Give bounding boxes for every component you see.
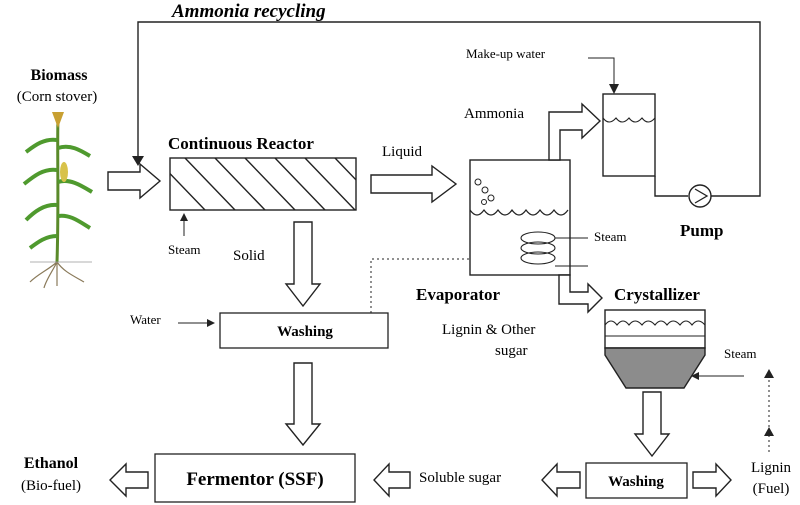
washing-1-label: Washing [277,324,333,340]
ammonia-recycling-label: Ammonia recycling [171,1,326,22]
evaporator-title: Evaporator [416,285,501,304]
washing-2-label: Washing [608,474,664,490]
wash2-to-lignin-arrow [692,462,732,498]
liquid-arrow [370,164,458,204]
ammonia-tank[interactable] [602,93,656,177]
ammonia-arrow [548,102,602,161]
biomass-title: Biomass [31,67,88,84]
wash2-to-sugar-arrow [541,462,581,498]
biomass-subtitle: (Corn stover) [17,89,97,105]
lignin-fuel-label-2: (Fuel) [753,481,790,497]
sugar-to-fermentor-arrow [373,462,411,498]
soluble-sugar-label: Soluble sugar [419,470,501,486]
lignin-other-label-2: sugar [495,343,528,359]
evaporator[interactable] [469,159,588,276]
lignin-other-label-1: Lignin & Other [442,322,535,338]
biomass-feed-arrow [107,162,162,200]
lignin-sugar-arrow [558,274,603,314]
pump-icon[interactable] [688,184,712,208]
fermentor-to-ethanol-arrow [109,462,149,498]
crystallizer-steam-label: Steam [724,346,757,361]
crystallizer-title: Crystallizer [614,285,700,304]
washing-unit-1[interactable] [219,312,389,349]
ethanol-subtitle: (Bio-fuel) [21,478,81,494]
fermentor-box[interactable] [154,453,356,503]
reactor-steam-label: Steam [168,242,201,257]
crystallizer[interactable] [604,309,706,389]
makeup-water-label: Make-up water [466,46,546,61]
wash1-down-arrow [284,362,322,447]
ammonia-label: Ammonia [464,106,524,122]
tank-to-pump-line [654,176,688,197]
continuous-reactor[interactable] [155,157,385,211]
pump-label: Pump [680,221,723,240]
solid-down-arrow [284,221,322,308]
solid-label: Solid [233,248,265,264]
ethanol-title: Ethanol [24,455,79,472]
liquid-label: Liquid [382,144,422,160]
fermentor-label: Fermentor (SSF) [186,469,323,490]
reactor-title: Continuous Reactor [168,134,314,153]
water-label: Water [130,312,161,327]
washing-evaporator-dotted-link [370,258,470,313]
makeup-water-line [588,57,615,88]
lignin-fuel-label-1: Lignin [751,460,791,476]
corn-plant-icon [22,112,94,289]
crystallizer-down-arrow [633,391,671,458]
washing-unit-2[interactable] [585,462,688,499]
ammonia-recycle-line [132,21,761,197]
evaporator-steam-label: Steam [594,229,627,244]
